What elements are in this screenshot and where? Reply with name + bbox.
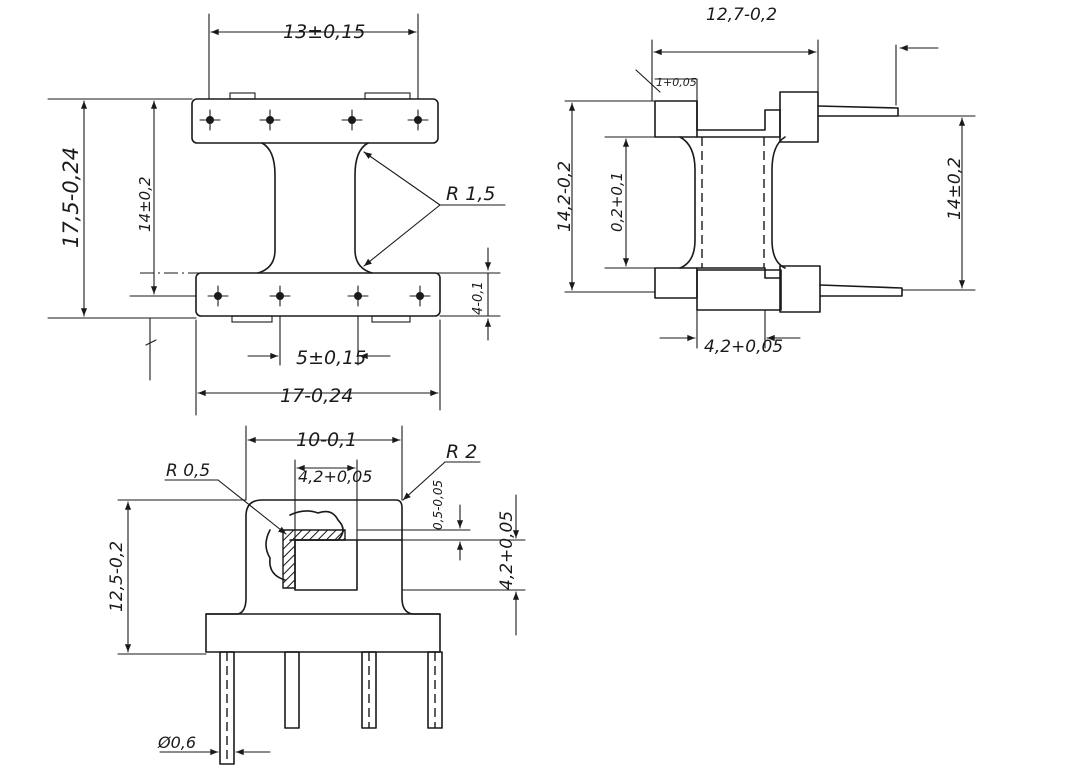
dim-14-side: 14±0,2 [945, 157, 965, 220]
dim-4-2-side: 4,2+0,05 [704, 337, 783, 357]
dim-10: 10-0,1 [296, 429, 357, 451]
side-view [564, 39, 976, 349]
dim-4: 4-0,1 [471, 281, 486, 315]
dim-r1-5: R 1,5 [446, 183, 495, 205]
pins [219, 651, 443, 765]
dim-r2: R 2 [446, 441, 477, 463]
bottom-view [117, 425, 526, 765]
dim-14-2: 14,2-0,2 [555, 161, 575, 232]
dim-r0-5: R 0,5 [166, 461, 210, 481]
dim-17-5: 17,5-0,24 [59, 147, 83, 248]
dim-0-2: 0,2+0,1 [608, 172, 626, 232]
dim-0-5: 0,5-0,05 [431, 480, 445, 530]
dim-12-7: 12,7-0,2 [706, 5, 777, 25]
dim-1: 1+0,05 [656, 76, 697, 89]
dim-diameter: Ø0,6 [157, 733, 196, 752]
pin-dots-top [199, 109, 429, 131]
dim-14: 14±0,2 [136, 176, 154, 232]
dim-17: 17-0,24 [280, 385, 353, 407]
dim-13: 13±0,15 [283, 21, 365, 43]
front-view [47, 13, 506, 416]
dim-5: 5±0,15 [296, 347, 366, 369]
dim-4-2-height: 4,2+0,05 [497, 511, 517, 590]
pin-dots-bottom [207, 285, 431, 307]
dim-12-5: 12,5-0,2 [107, 541, 127, 612]
dim-4-2-inner: 4,2+0,05 [298, 467, 372, 486]
